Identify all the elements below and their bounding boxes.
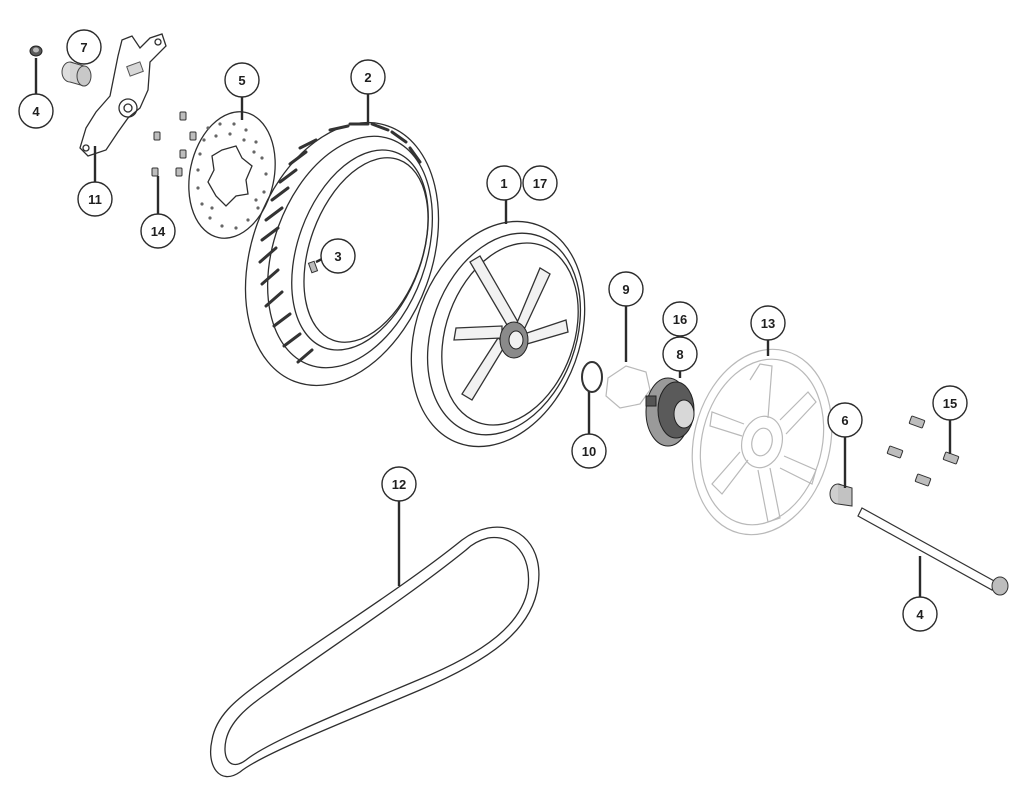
callout-label: 4 xyxy=(916,607,924,622)
callout-label: 14 xyxy=(151,224,166,239)
callout-label: 2 xyxy=(364,70,371,85)
callout-label: 3 xyxy=(334,249,341,264)
callout-label: 17 xyxy=(533,176,547,191)
callout-label: 6 xyxy=(841,413,848,428)
drive-belt-part xyxy=(210,526,540,778)
callout-label: 5 xyxy=(238,73,245,88)
belt-pulley-part xyxy=(691,348,833,536)
damper-part xyxy=(605,365,651,409)
axle-nut-part xyxy=(29,45,43,57)
callout-7: 7 xyxy=(66,29,102,65)
right-spacer-part xyxy=(829,483,853,507)
callout-label: 9 xyxy=(622,282,629,297)
spacer-part xyxy=(61,61,92,87)
callout-1: 1 xyxy=(486,165,522,201)
callout-label: 1 xyxy=(500,176,507,191)
callout-label: 4 xyxy=(32,104,40,119)
disc-bolts-part xyxy=(151,111,197,177)
callout-4-bottom: 4 xyxy=(902,596,938,632)
leader-lines xyxy=(34,58,952,598)
callout-10: 10 xyxy=(571,433,607,469)
callout-label: 13 xyxy=(761,316,775,331)
callout-label: 12 xyxy=(392,477,406,492)
callout-15: 15 xyxy=(932,385,968,421)
callout-16: 16 xyxy=(662,301,698,337)
callout-label: 8 xyxy=(676,347,683,362)
callout-3: 3 xyxy=(320,238,356,274)
callout-11: 11 xyxy=(77,181,113,217)
callout-17: 17 xyxy=(522,165,558,201)
callout-9: 9 xyxy=(608,271,644,307)
callout-13: 13 xyxy=(750,305,786,341)
tyre-part xyxy=(244,121,440,387)
wheel-rim-part xyxy=(410,220,586,448)
caliper-bracket-part xyxy=(79,33,167,157)
callout-label: 15 xyxy=(943,396,957,411)
callout-8: 8 xyxy=(662,336,698,372)
callout-12: 12 xyxy=(381,466,417,502)
circlip-part xyxy=(581,361,603,393)
callout-4-top: 4 xyxy=(18,93,54,129)
callout-label: 11 xyxy=(88,192,102,207)
callout-label: 16 xyxy=(673,312,687,327)
brake-disc-part xyxy=(188,111,276,239)
pulley-bolts-part xyxy=(886,415,960,487)
callout-14: 14 xyxy=(140,213,176,249)
sprocket-carrier-part xyxy=(645,377,695,447)
callout-label: 7 xyxy=(80,40,87,55)
callout-6: 6 xyxy=(827,402,863,438)
valve-part xyxy=(307,260,319,274)
axle-part xyxy=(857,507,1009,596)
callout-5: 5 xyxy=(224,62,260,98)
callout-2: 2 xyxy=(350,59,386,95)
callout-label: 10 xyxy=(582,444,596,459)
